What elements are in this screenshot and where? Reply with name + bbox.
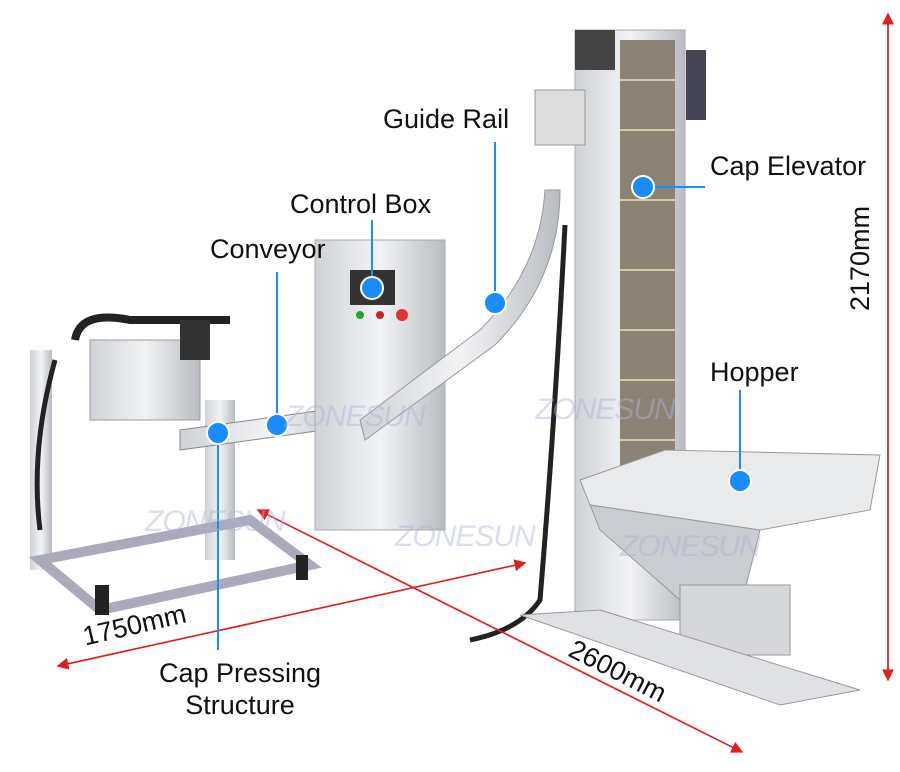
conveyor-marker	[265, 413, 289, 437]
cap-pressing-label-line1: Cap Pressing	[158, 658, 322, 688]
hopper-label: Hopper	[710, 357, 799, 387]
conveyor-label: Conveyor	[210, 234, 326, 264]
control-box-label: Control Box	[290, 189, 432, 219]
guide-rail-label: Guide Rail	[383, 104, 510, 134]
guide-rail-marker	[483, 291, 507, 315]
guide-rail-body	[359, 189, 561, 441]
cap-elevator-marker	[631, 175, 655, 199]
height-dimension-label: 2170mm	[845, 205, 876, 312]
watermark: ZONESUN	[395, 520, 536, 553]
cap-pressing-marker	[206, 421, 230, 445]
cap-pressing-frame	[28, 313, 322, 616]
watermark: ZONESUN	[535, 393, 676, 426]
watermark: ZONESUN	[285, 400, 426, 433]
hopper-marker	[728, 469, 752, 493]
watermark: ZONESUN	[145, 505, 286, 538]
watermark: ZONESUN	[620, 530, 761, 563]
control-box-marker	[360, 276, 384, 300]
hopper-body	[519, 449, 881, 706]
cap-elevator-label: Cap Elevator	[710, 151, 867, 181]
cap-pressing-label-line2: Structure	[185, 690, 295, 720]
